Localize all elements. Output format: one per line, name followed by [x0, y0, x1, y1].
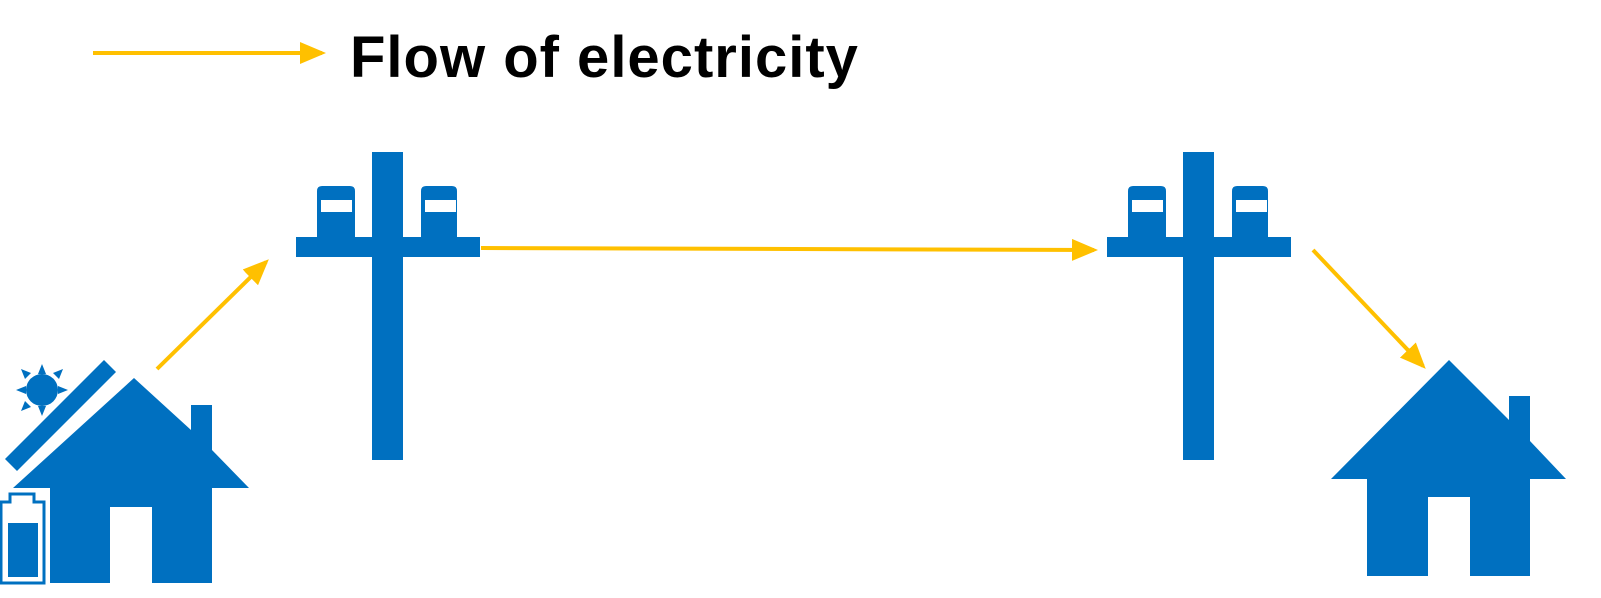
sun-icon	[16, 364, 68, 416]
solar-house-icon	[0, 360, 249, 585]
solar-panel-icon	[5, 360, 116, 471]
battery-icon	[0, 492, 46, 585]
legend-label: Flow of electricity	[350, 25, 859, 90]
house-icon	[1331, 360, 1566, 576]
flow-arrow-house-to-pole	[155, 259, 269, 371]
utility-pole-icon	[1107, 152, 1291, 460]
flow-arrow-pole-to-house	[1311, 248, 1426, 369]
flow-arrow-pole-to-pole	[480, 238, 1098, 261]
utility-pole-icon	[296, 152, 480, 460]
